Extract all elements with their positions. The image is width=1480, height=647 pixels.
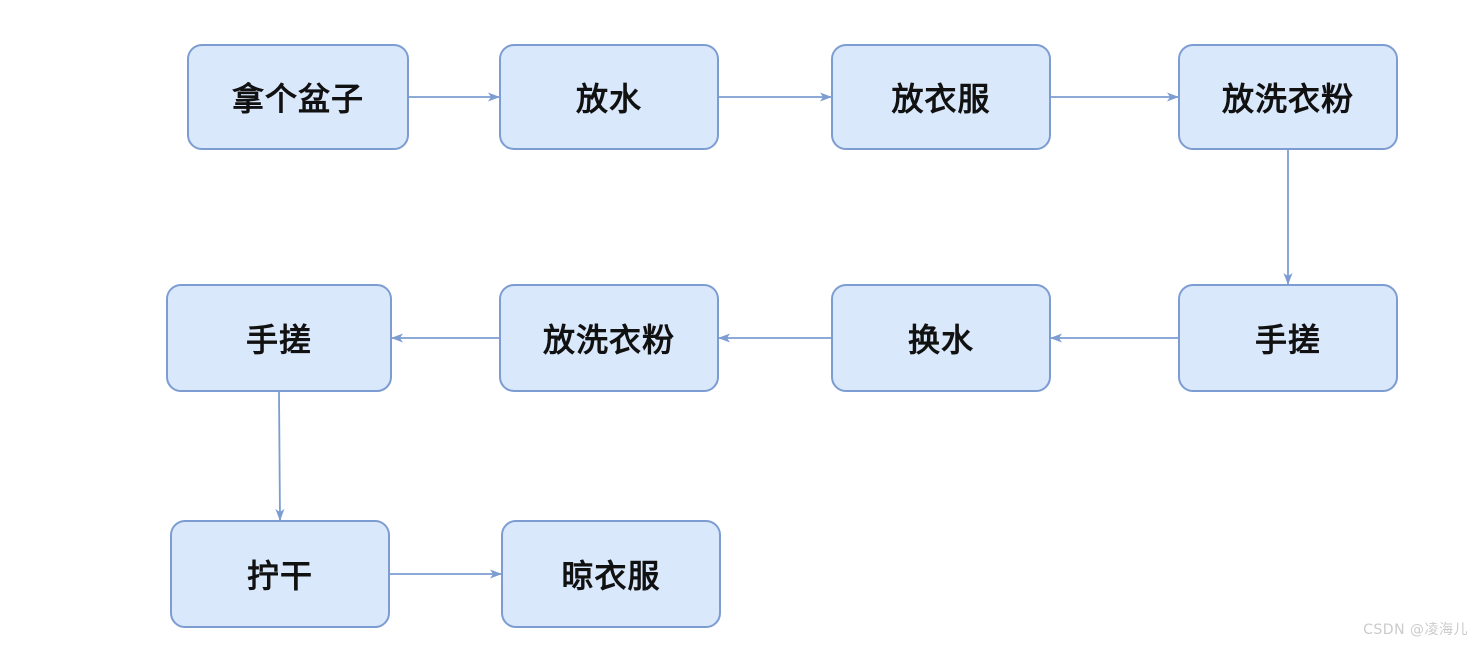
flow-node-n8: 手搓 — [166, 284, 392, 392]
flow-node-n5: 手搓 — [1178, 284, 1398, 392]
flow-node-n4: 放洗衣粉 — [1178, 44, 1398, 150]
flow-node-n9: 拧干 — [170, 520, 390, 628]
flow-edge-n8-n9 — [275, 391, 285, 521]
flow-node-n1: 拿个盆子 — [187, 44, 409, 150]
flow-node-n6: 换水 — [831, 284, 1051, 392]
flow-node-n2: 放水 — [499, 44, 719, 150]
flow-node-n7: 放洗衣粉 — [499, 284, 719, 392]
flow-node-n3: 放衣服 — [831, 44, 1051, 150]
flow-node-n10: 晾衣服 — [501, 520, 721, 628]
watermark: CSDN @凌海儿 — [1363, 622, 1468, 638]
